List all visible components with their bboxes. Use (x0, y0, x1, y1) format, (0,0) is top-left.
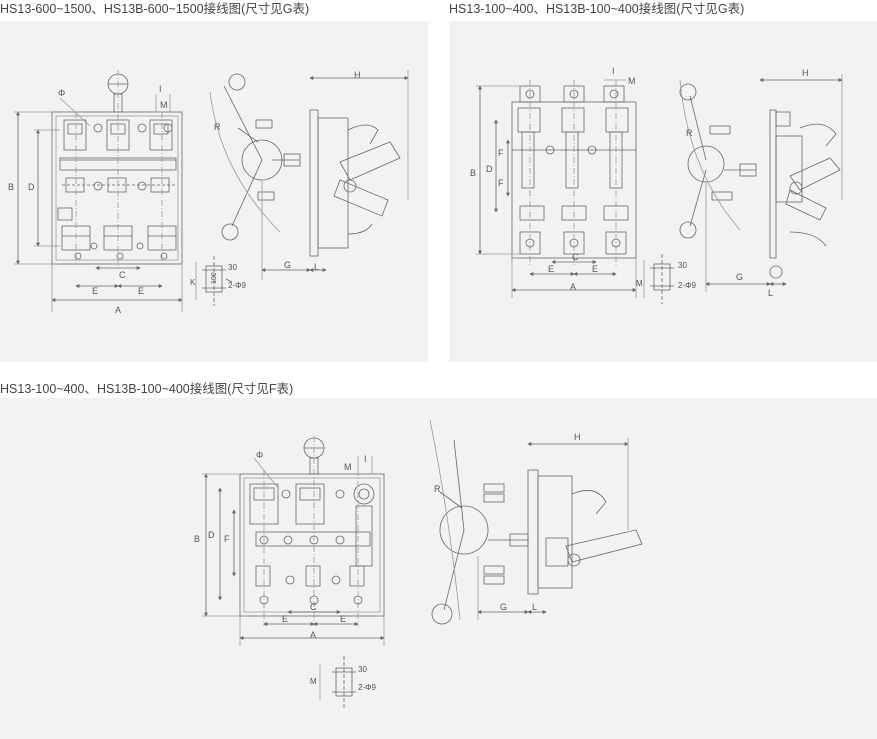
svg-text:I: I (159, 84, 162, 94)
svg-text:I: I (612, 66, 615, 76)
labels-2b: H G L R M 30 2-Φ9 (636, 68, 809, 298)
top-contacts-3 (249, 483, 375, 567)
caption-top-right: HS13-100~400、HS13B-100~400接线图(尺寸见G表) (449, 2, 745, 16)
svg-text:C: C (572, 252, 579, 262)
mount-detail-3 (319, 656, 356, 708)
middle-insulators-1 (62, 177, 176, 193)
svg-text:2-Φ9: 2-Φ9 (678, 281, 696, 290)
labels-3b: H G L R M 30 2-Φ9 (310, 432, 581, 692)
svg-text:R: R (686, 128, 693, 138)
svg-text:30: 30 (358, 665, 367, 674)
svg-text:C: C (119, 270, 126, 280)
labels-1b: H G L R K 100 30 2-Φ9 (190, 70, 361, 290)
front-view-2 (476, 79, 637, 298)
svg-text:B: B (8, 182, 14, 192)
svg-text:D: D (486, 164, 493, 174)
svg-text:A: A (310, 630, 316, 640)
svg-text:C: C (310, 602, 317, 612)
svg-text:E: E (92, 286, 98, 296)
panel-bottom (0, 398, 877, 739)
svg-text:D: D (208, 530, 215, 540)
svg-text:E: E (548, 264, 554, 274)
labels-3: B D F A E E C Φ I M (194, 450, 367, 640)
svg-text:F: F (498, 178, 504, 188)
caption-top-left: HS13-600~1500、HS13B-600~1500接线图(尺寸见G表) (0, 2, 310, 16)
svg-text:Φ: Φ (58, 88, 65, 98)
svg-text:F: F (498, 148, 504, 158)
panel-top-right (449, 21, 877, 362)
svg-text:E: E (282, 614, 288, 624)
svg-text:H: H (802, 68, 809, 78)
svg-text:L: L (768, 288, 773, 298)
svg-text:I: I (364, 454, 367, 464)
svg-text:M: M (344, 462, 352, 472)
svg-text:E: E (592, 264, 598, 274)
side-view-3 (429, 419, 643, 625)
svg-text:K: K (190, 278, 196, 287)
svg-text:2-Φ9: 2-Φ9 (228, 281, 246, 290)
svg-text:R: R (214, 122, 221, 132)
bottom-contacts-3 (255, 565, 365, 605)
svg-text:B: B (194, 534, 200, 544)
labels-1: B D A E E C Φ I M (8, 84, 168, 315)
top-terminals-2 (519, 85, 625, 103)
svg-text:E: E (340, 614, 346, 624)
svg-text:L: L (532, 602, 537, 612)
top-contacts-1 (63, 119, 173, 151)
svg-text:2-Φ9: 2-Φ9 (358, 683, 376, 692)
svg-text:G: G (736, 272, 743, 282)
side-view-2 (679, 74, 843, 292)
svg-text:G: G (284, 260, 291, 270)
svg-text:M: M (636, 279, 643, 288)
bottom-contacts-1 (61, 225, 177, 251)
svg-text:100: 100 (211, 272, 218, 284)
mount-detail-2 (643, 254, 674, 304)
labels-2: B D F F A E E C I M (470, 66, 636, 292)
front-view-1 (14, 70, 183, 312)
svg-text:B: B (470, 168, 476, 178)
svg-text:H: H (574, 432, 581, 442)
svg-text:M: M (628, 76, 636, 86)
svg-text:M: M (160, 100, 168, 110)
svg-text:30: 30 (228, 263, 237, 272)
svg-text:F: F (224, 534, 230, 544)
caption-bottom: HS13-100~400、HS13B-100~400接线图(尺寸见F表) (0, 382, 294, 396)
side-view-1 (209, 70, 409, 280)
svg-text:L: L (314, 262, 319, 272)
svg-text:E: E (138, 286, 144, 296)
svg-text:D: D (28, 182, 35, 192)
svg-text:30: 30 (678, 261, 687, 270)
svg-text:R: R (434, 484, 441, 494)
svg-text:Φ: Φ (256, 450, 263, 460)
svg-text:H: H (354, 70, 361, 80)
front-view-3 (202, 436, 385, 646)
svg-text:G: G (500, 602, 507, 612)
svg-text:A: A (570, 282, 576, 292)
svg-text:M: M (310, 677, 317, 686)
svg-text:A: A (115, 305, 121, 315)
mount-detail-1 (195, 256, 233, 306)
